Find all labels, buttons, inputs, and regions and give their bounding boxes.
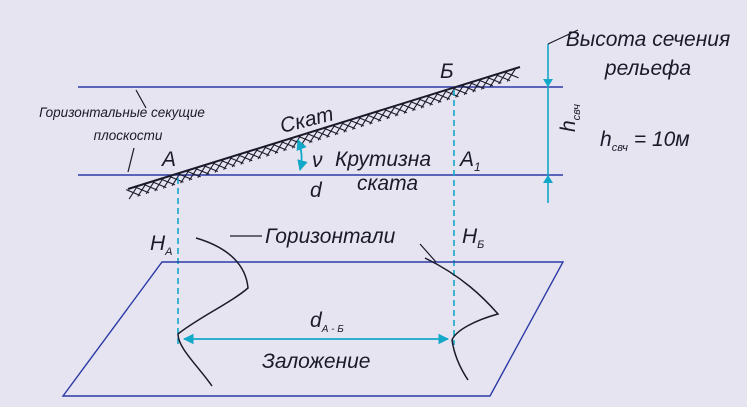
hatch-mark [257,145,267,160]
hatch-mark [137,183,147,197]
hatch-mark [463,81,474,96]
hatch-mark [197,164,207,178]
hatch-mark [334,121,345,136]
hatch-mark [455,84,465,98]
hatch-mark [412,97,422,112]
hatch-mark [291,134,302,149]
hb-label: НБ [462,225,484,251]
section-height-arrow-top [543,79,553,87]
hatch-mark [274,140,285,154]
hatch-mark [480,76,491,90]
steepness-angle-arrow [296,138,308,172]
hatch-mark [377,108,388,122]
hatch-mark [248,148,259,162]
contours-label: Горизонтали [265,225,396,248]
nu-angle-label: ν [312,149,323,172]
section-height-arrow-bottom [543,175,553,183]
hatch-mark [283,137,293,152]
hatch-mark [326,124,336,138]
contour-line-a [177,237,249,387]
hatch-mark [489,73,499,88]
hatch-mark [506,68,517,82]
horizontal-planes-label-line1: Горизонтальные секущие [39,105,205,120]
hatch-mark [188,167,199,181]
map-plane [61,261,565,397]
steepness-label-line2: ската [357,172,418,195]
hatch-mark [231,153,242,168]
point-a-label: А [160,148,176,171]
hatch-mark [472,78,482,93]
plane-leader-lower [127,147,135,173]
hatch-mark [266,142,276,157]
hatch-mark [437,89,448,104]
hatch-mark [171,172,181,187]
dab-label: dА - Б [310,309,344,335]
point-b-label: Б [440,60,454,83]
hatch-mark [352,116,362,130]
section-height-leader [547,29,579,45]
hatch-mark [360,113,371,128]
point-a1-label: А1 [458,148,481,174]
hatch-mark [205,161,216,176]
hatch-mark [369,110,379,125]
hatch-mark [240,151,250,165]
slope-hatching [125,68,519,200]
ha-label: НА [150,232,173,258]
d-label: d [310,179,323,202]
hatch-mark [317,126,328,141]
hatch-mark [446,86,456,101]
hatch-mark [403,100,413,114]
hatch-mark [223,156,233,170]
contour-line-b [424,257,500,381]
hatch-mark [162,175,173,189]
hatch-mark [498,70,508,85]
hatch-mark [154,177,164,192]
plane-leader-upper [135,89,147,109]
hatch-mark [214,159,224,173]
hatch-mark [386,105,396,120]
contours-leader-right [419,243,437,263]
laying-label: Заложение [262,350,370,373]
hatch-mark [309,129,319,144]
relief-height-title-line2: рельефа [604,57,691,80]
hatch-mark [128,185,138,200]
hatch-mark [343,118,353,133]
steepness-label-line1: Крутизна [335,148,431,171]
hatch-mark [145,180,156,195]
hatch-mark [395,102,405,117]
relief-height-title-line1: Высота сечения [566,28,730,51]
h-section-label: hсвч [557,104,583,132]
section-height-formula: hсвч = 10м [600,128,690,154]
hatch-mark [180,169,190,184]
hatch-mark [429,92,439,106]
hatch-mark [420,94,431,109]
horizontal-planes-label-line2: плоскости [94,128,163,143]
